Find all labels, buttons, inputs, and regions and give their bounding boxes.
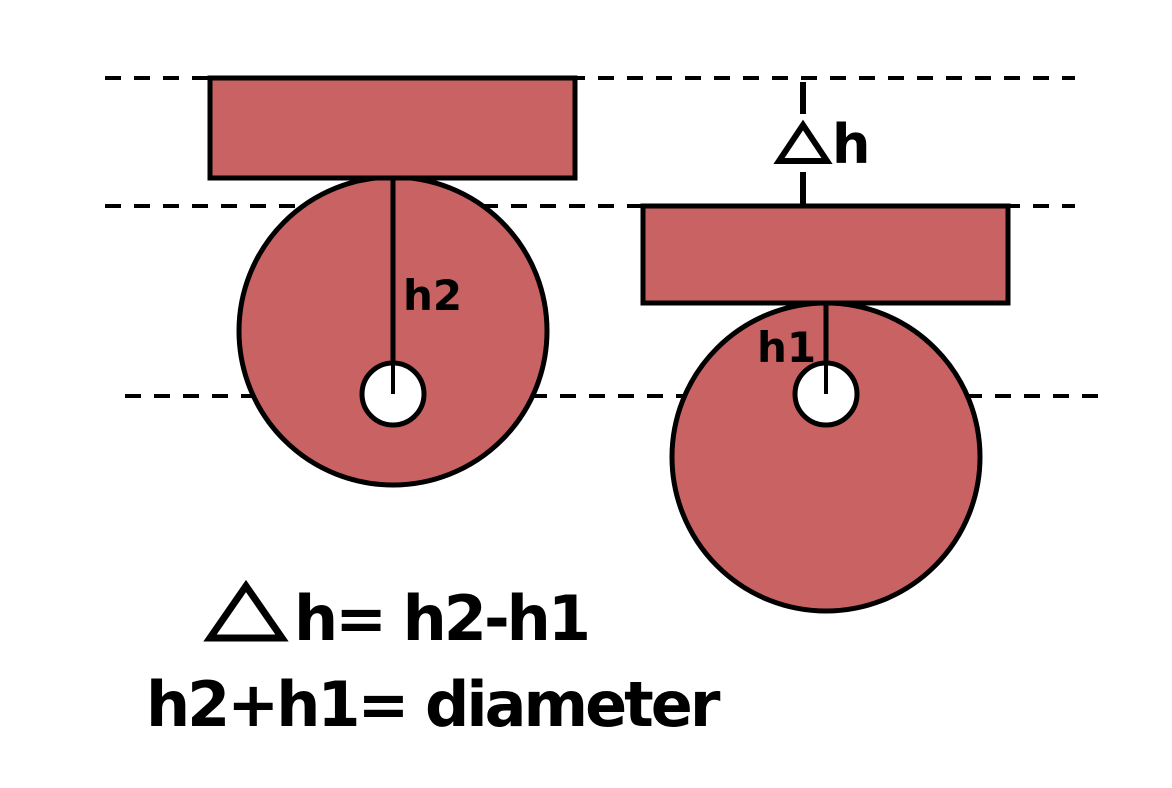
- right-assembly: h1: [640, 203, 1011, 614]
- delta-h-indicator: h: [773, 82, 870, 204]
- h2-label: h2: [403, 271, 462, 320]
- formula-line-2: h2+h1= diameter: [146, 668, 721, 741]
- delta-h-label: h: [832, 113, 870, 176]
- formula-block: h= h2-h1 h2+h1= diameter: [146, 579, 724, 741]
- delta-triangle-icon: [203, 579, 289, 642]
- delta-triangle-icon: [773, 119, 833, 164]
- left-assembly: h2: [207, 75, 578, 488]
- left-block: [207, 75, 578, 181]
- right-block: [640, 203, 1011, 306]
- h1-label: h1: [757, 323, 816, 372]
- formula-line-1: h= h2-h1: [294, 582, 588, 655]
